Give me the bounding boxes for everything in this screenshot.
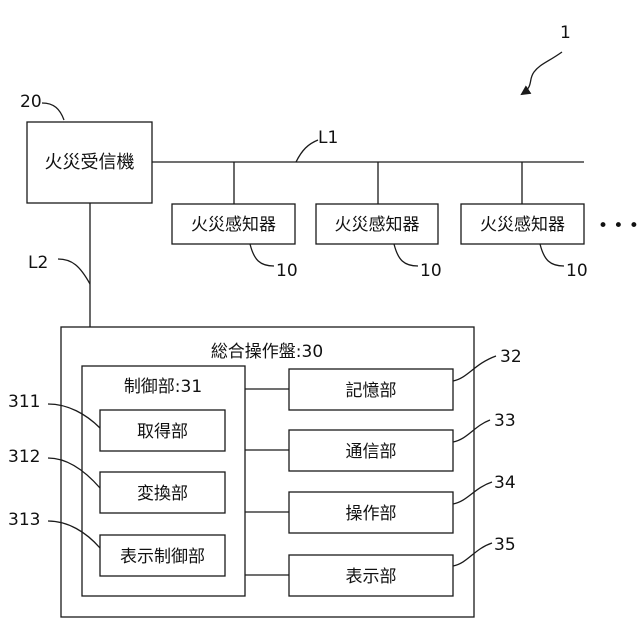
fire-receiver-ref: 20	[20, 92, 42, 112]
line-l2-leader	[58, 259, 90, 284]
conversion-unit-ref: 312	[8, 447, 40, 467]
display-control-unit-label: 表示制御部	[120, 547, 205, 567]
fire-detector-ref-3: 10	[566, 261, 588, 281]
storage-unit-ref: 32	[500, 347, 522, 367]
communication-unit-ref: 33	[494, 411, 516, 431]
fire-receiver-leader	[42, 103, 64, 120]
more-detectors-ellipsis: • • •	[598, 216, 639, 236]
fire-detector-leader-1	[250, 244, 274, 266]
operation-unit-label: 操作部	[346, 504, 397, 524]
operation-unit-ref: 34	[494, 473, 516, 493]
communication-unit-label: 通信部	[346, 442, 397, 462]
fire-detector-label-1: 火災感知器	[191, 215, 276, 235]
line-l1-leader	[296, 140, 318, 162]
fire-receiver-label: 火災受信機	[45, 152, 135, 173]
acquisition-unit-ref: 311	[8, 392, 40, 412]
fire-detector-ref-1: 10	[276, 261, 298, 281]
storage-unit-label: 記憶部	[346, 381, 397, 401]
fire-detector-leader-2	[394, 244, 418, 266]
line-l1-label: L1	[318, 128, 338, 148]
fire-detector-label-3: 火災感知器	[480, 215, 565, 235]
system-ref-label: 1	[560, 23, 571, 43]
display-control-unit-ref: 313	[8, 510, 40, 530]
line-l2-label: L2	[28, 253, 48, 273]
fire-detector-ref-2: 10	[420, 261, 442, 281]
panel-label: 総合操作盤:30	[211, 342, 323, 362]
display-unit-label: 表示部	[346, 567, 397, 587]
acquisition-unit-label: 取得部	[137, 422, 188, 442]
display-unit-ref: 35	[494, 535, 516, 555]
fire-detector-label-2: 火災感知器	[335, 215, 420, 235]
conversion-unit-label: 変換部	[137, 484, 188, 504]
fire-detector-leader-3	[540, 244, 564, 266]
control-unit-label: 制御部:31	[124, 377, 202, 397]
system-ref-arrow	[522, 52, 562, 94]
